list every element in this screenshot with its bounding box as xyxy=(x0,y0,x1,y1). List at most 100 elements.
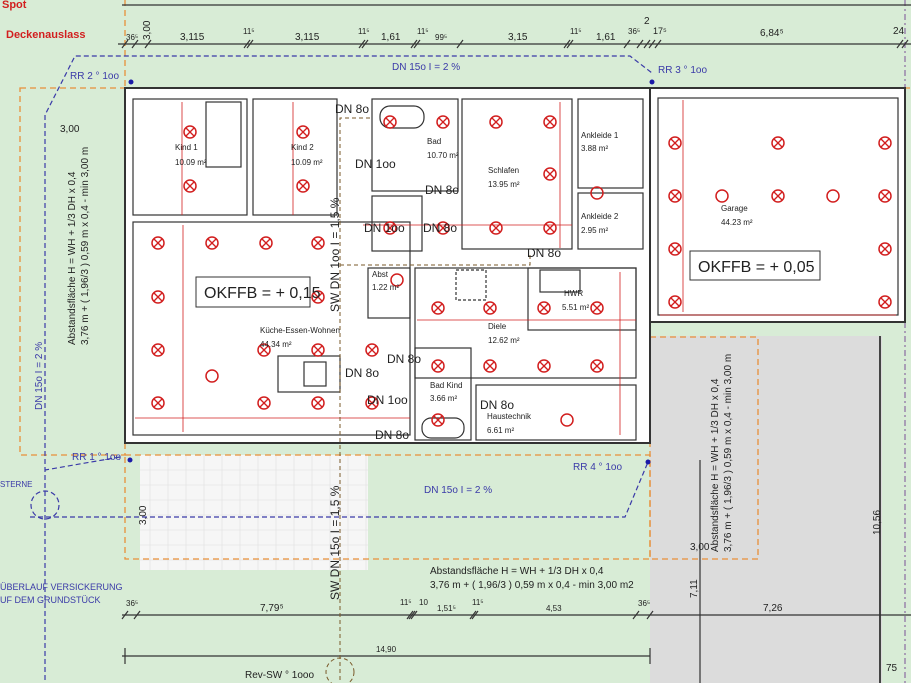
spot-light-icon xyxy=(590,359,604,373)
room-ankleide-2: Ankleide 22.95 m² xyxy=(581,212,619,235)
spot-light-icon xyxy=(483,359,497,373)
pipe-label: DN 8o xyxy=(480,398,514,412)
spot-light-icon xyxy=(257,396,271,410)
svg-text:12.62 m²: 12.62 m² xyxy=(488,336,520,345)
dimension-tick xyxy=(643,39,651,49)
spot-light-icon xyxy=(311,290,325,304)
building xyxy=(124,87,906,444)
spot-light-icon xyxy=(183,125,197,139)
dimension-tick xyxy=(131,39,139,49)
spot-light-icon xyxy=(151,236,165,250)
dimension-tick xyxy=(646,610,654,620)
svg-text:Bad: Bad xyxy=(427,137,441,146)
svg-text:44.23 m²: 44.23 m² xyxy=(721,218,753,227)
pipe-label: DN 1oo xyxy=(367,393,408,407)
spot-light-icon xyxy=(489,115,503,129)
rr-label: RR 3 ° 1oo xyxy=(658,65,707,76)
svg-text:3.88 m²: 3.88 m² xyxy=(581,144,608,153)
spot-light-icon xyxy=(771,189,785,203)
pipe-label: DN 8o xyxy=(335,102,369,116)
spot-light-icon xyxy=(668,242,682,256)
spot-light-icon xyxy=(878,136,892,150)
spot-light-icon xyxy=(311,343,325,357)
dim: 7,79⁵ xyxy=(260,603,284,614)
dim: 24 xyxy=(893,26,905,37)
pipe-label: DN 8o xyxy=(387,352,421,366)
drain-labels: DN 15o I = 2 % DN 15o I = 2 % DN 15o I =… xyxy=(0,62,707,605)
dimension-tick xyxy=(246,39,254,49)
dimension-tick xyxy=(563,39,571,49)
dim: 3,00 xyxy=(142,20,153,40)
room-kueche-essen-wohnen: Küche-Essen-Wohnen 44.34 m² xyxy=(260,326,340,349)
spot-light-icon xyxy=(878,242,892,256)
spot-light-icon xyxy=(431,413,445,427)
pipe-label: DN 8o xyxy=(423,221,457,235)
svg-text:Schlafen: Schlafen xyxy=(488,166,519,175)
dimension-tick xyxy=(121,39,129,49)
ceiling-outlet-icon xyxy=(826,189,840,203)
svg-text:OKFFB = + 0,15: OKFFB = + 0,15 xyxy=(204,285,321,302)
dim: 11⁵ xyxy=(400,598,412,607)
dim: 17⁵ xyxy=(653,26,667,36)
svg-text:3.66 m²: 3.66 m² xyxy=(430,394,457,403)
svg-text:Diele: Diele xyxy=(488,322,507,331)
spot-light-icon xyxy=(668,136,682,150)
svg-text:Abstandsfläche H = WH + 1/3 DH: Abstandsfläche H = WH + 1/3 DH x 0,4 xyxy=(710,378,721,552)
dimension-tick xyxy=(654,39,662,49)
dim: 11⁵ xyxy=(243,27,255,36)
svg-text:3,76 m + ( 1,96/3 ) 0,59 m x 0: 3,76 m + ( 1,96/3 ) 0,59 m x 0,4 - min 3… xyxy=(430,580,634,591)
legend-spot: Spot xyxy=(2,0,27,11)
ceiling-outlet-icon xyxy=(205,369,219,383)
pipe-label: DN 8o xyxy=(527,246,561,260)
spot-light-icon xyxy=(151,343,165,357)
svg-text:1.22 m²: 1.22 m² xyxy=(372,283,399,292)
pipe-label: DN 15o I = 2 % xyxy=(424,485,492,496)
spot-light-icon xyxy=(183,179,197,193)
dimension-tick xyxy=(361,39,369,49)
terrace-setback-dim: 3,00 xyxy=(138,505,149,525)
rr-label: RR 2 ° 1oo xyxy=(70,71,119,82)
dim: 36⁵ xyxy=(126,599,138,608)
spot-light-icon xyxy=(489,221,503,235)
okffb-house: OKFFB = + 0,15 xyxy=(195,276,321,308)
spot-light-icon xyxy=(383,221,397,235)
svg-text:2.95 m²: 2.95 m² xyxy=(581,226,608,235)
dim: 1,61 xyxy=(381,32,401,43)
svg-text:13.95 m²: 13.95 m² xyxy=(488,180,520,189)
spot-light-icon xyxy=(668,189,682,203)
dimension-tick xyxy=(901,39,909,49)
spot-light-icon xyxy=(296,179,310,193)
ceiling-outlet-icon xyxy=(390,273,404,287)
dimension-tick xyxy=(406,610,414,620)
dim-7-11: 7,11 xyxy=(689,579,700,598)
dim: 11⁵ xyxy=(472,598,484,607)
dim: 11⁵ xyxy=(358,27,370,36)
spot-light-icon xyxy=(311,396,325,410)
spot-light-icon xyxy=(151,290,165,304)
dim: 3,115 xyxy=(295,32,320,43)
svg-text:44.34 m²: 44.34 m² xyxy=(260,340,292,349)
dimension-tick xyxy=(648,39,656,49)
pipe-label: DN 15o I = 2 % xyxy=(392,62,460,73)
svg-text:3,76 m + ( 1,96/3 ) 0,59 m x 0: 3,76 m + ( 1,96/3 ) 0,59 m x 0,4 - min 3… xyxy=(723,354,734,552)
spot-light-icon xyxy=(257,343,271,357)
spot-light-icon xyxy=(668,295,682,309)
pipe-label: DN 1oo xyxy=(364,221,405,235)
svg-text:Abstandsfläche H = WH + 1/3 DH: Abstandsfläche H = WH + 1/3 DH x 0,4 xyxy=(430,566,604,577)
setback-note-right: Abstandsfläche H = WH + 1/3 DH x 0,4 3,7… xyxy=(710,354,734,552)
dim: 36⁵ xyxy=(628,27,640,36)
spot-light-icon xyxy=(259,236,273,250)
svg-text:Kind 1: Kind 1 xyxy=(175,143,198,152)
ceiling-outlet-icon xyxy=(590,186,604,200)
dimension-tick xyxy=(566,39,574,49)
svg-text:Garage: Garage xyxy=(721,204,748,213)
svg-text:Küche-Essen-Wohnen: Küche-Essen-Wohnen xyxy=(260,326,340,335)
dim: 3,15 xyxy=(508,32,528,43)
terrace xyxy=(140,455,368,570)
light-fixtures xyxy=(151,115,892,427)
dim: 36⁵ xyxy=(126,33,138,42)
spot-light-icon xyxy=(205,236,219,250)
spot-light-icon xyxy=(537,301,551,315)
spot-light-icon xyxy=(590,301,604,315)
